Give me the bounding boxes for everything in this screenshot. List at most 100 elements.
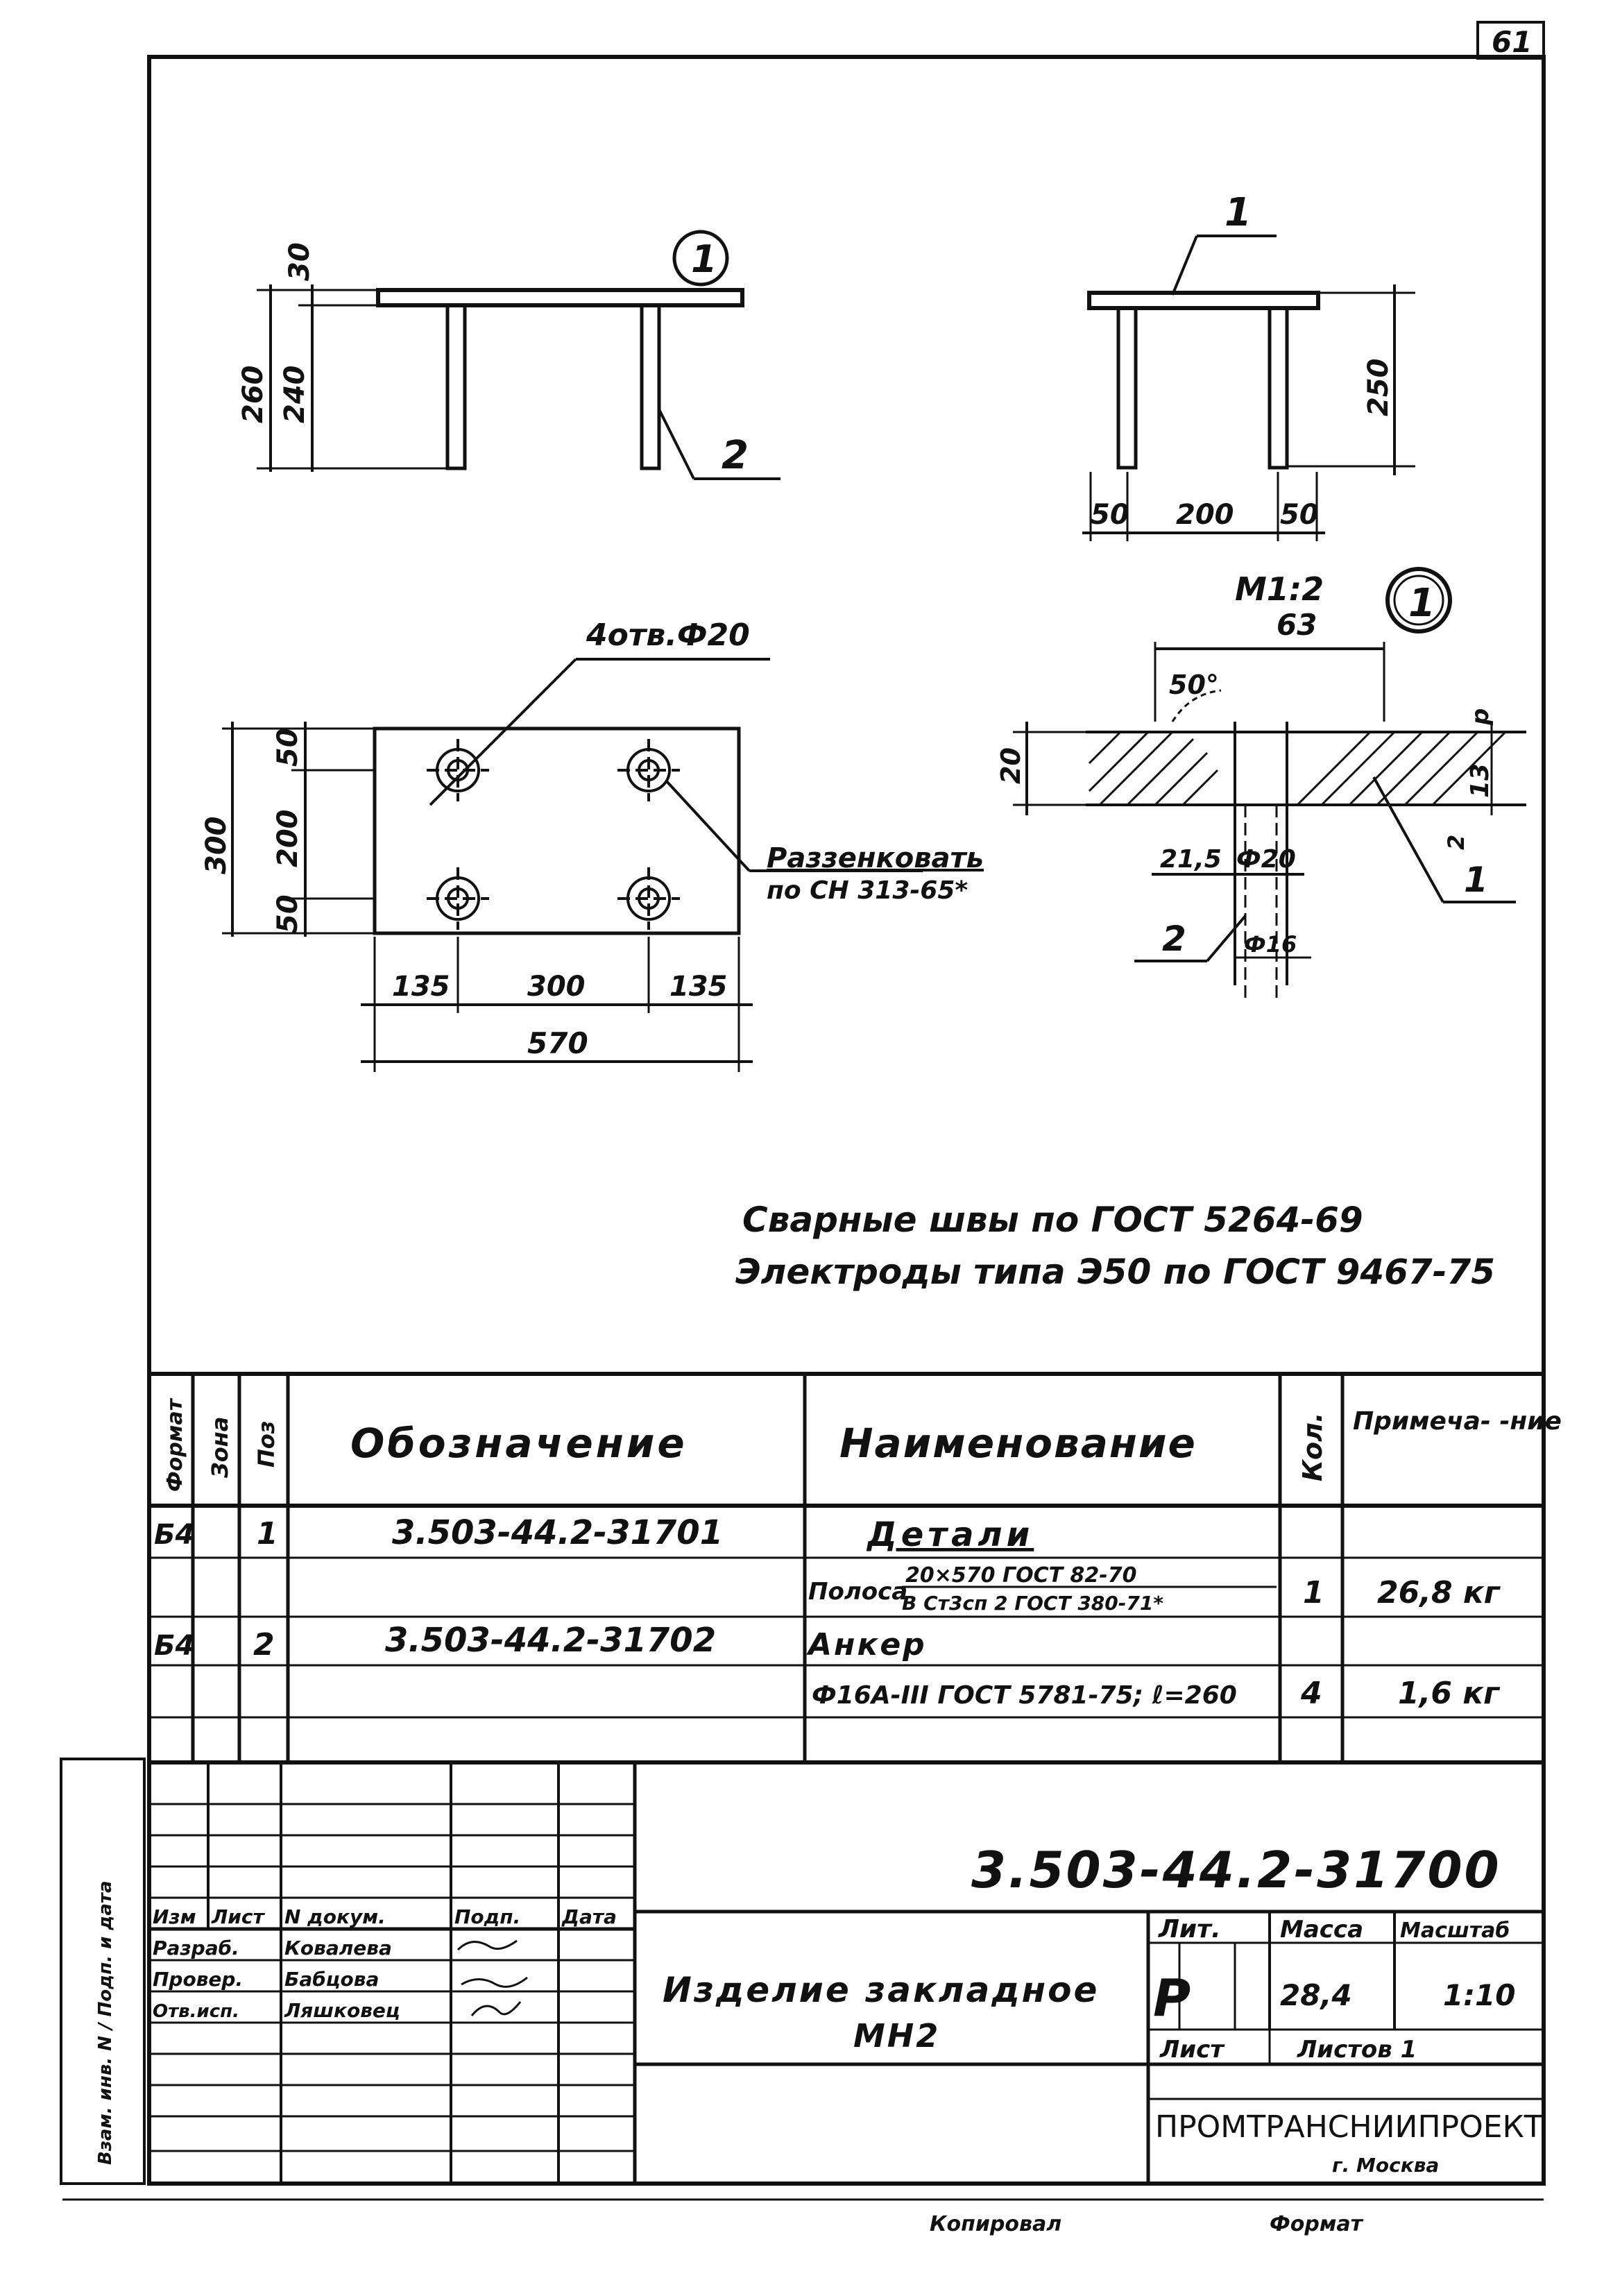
plate-outline [376, 288, 744, 307]
dim-13: 13 [1466, 763, 1494, 798]
organization: ПРОМТРАНСНИИПРОЕКТ [1155, 2109, 1543, 2145]
side-stamp: Взам. инв. N / Подп. и дата [95, 1880, 116, 2165]
hdr-zone: Зона [207, 1417, 233, 1479]
hdr-format: Формат [163, 1397, 187, 1492]
note-welds: Сварные швы по ГОСТ 5264-69 [742, 1200, 1363, 1240]
row2-note: 26,8 кг [1377, 1575, 1501, 1610]
dim-50-bottom: 50 [272, 894, 304, 933]
dim-300-vert: 300 [200, 817, 232, 875]
scale-value: 1:10 [1443, 1978, 1515, 2012]
hdr-pos: Поз [253, 1421, 280, 1468]
sheet-number: 61 [1492, 25, 1532, 59]
scale-label: Масштаб [1400, 1919, 1510, 1943]
sign-hdr-sign: Подп. [454, 1905, 520, 1928]
dim-21-5: 21,5 [1160, 845, 1222, 874]
detail-pos-2: 2 [1162, 919, 1186, 959]
hdr-qty: Кол. [1297, 1413, 1328, 1481]
mass-label: Масса [1280, 1916, 1363, 1944]
name-developer: Ковалева [284, 1937, 392, 1959]
sign-hdr-izm: Изм [153, 1905, 196, 1928]
dim-63: 63 [1277, 608, 1317, 642]
section-marker [672, 230, 729, 287]
dim-p: р [1467, 708, 1494, 726]
plate-plan [373, 726, 741, 935]
dim-20: 20 [996, 747, 1026, 784]
name-responsible: Ляшковец [284, 1999, 400, 2022]
row4-qty: 4 [1300, 1676, 1322, 1711]
detail-marker-label: 1 [1408, 581, 1435, 626]
row4-name: Ф16А-III ГОСТ 5781-75; ℓ=260 [812, 1681, 1237, 1710]
dim-240: 240 [279, 366, 311, 424]
detail-marker [1385, 567, 1452, 633]
sheet-label: Лист [1159, 2036, 1225, 2064]
dim-angle: 50° [1169, 670, 1219, 700]
spec-table: Формат Зона Поз Обозначение Наименование… [149, 1372, 1562, 1764]
dim-200-vert: 200 [272, 810, 304, 868]
product-name-2: МН2 [853, 2017, 940, 2055]
sheet-number-box [1476, 21, 1545, 60]
pos-1-leader-label: 1 [1225, 190, 1252, 235]
anchor-right [640, 303, 661, 470]
section-marker-label: 1 [691, 237, 717, 281]
pos-2-leader-label: 2 [722, 433, 749, 478]
footer-copied: Копировал [930, 2212, 1061, 2236]
row1-format: Б4 [154, 1519, 194, 1551]
detail-scale: М1:2 [1235, 570, 1324, 608]
dim-250: 250 [1363, 359, 1394, 417]
dim-50-left: 50 [1091, 499, 1129, 531]
dim-260: 260 [237, 366, 269, 424]
title-code: 3.503-44.2-31700 [971, 1841, 1501, 1899]
row1-name: Детали [866, 1515, 1034, 1554]
plan-view: 4отв.Ф20 Раззенковать по СН 313-65* 300 … [200, 618, 984, 1072]
role-checker: Провер. [153, 1968, 243, 1991]
lit-value: Р [1153, 1968, 1191, 2028]
dim-phi20: Ф20 [1236, 845, 1296, 874]
title-block: 3.503-44.2-31700 Изделие закладное МН2 Л… [149, 1762, 1544, 2184]
row2-fraction-bottom: В Ст3сп 2 ГОСТ 380-71* [902, 1592, 1163, 1615]
sign-hdr-list: Лист [211, 1905, 265, 1928]
row2-name-prefix: Полоса [808, 1578, 907, 1606]
dim-2: 2 [1443, 835, 1469, 850]
sheet-frame [147, 55, 1546, 2186]
role-developer: Разраб. [153, 1937, 239, 1959]
footer-format: Формат [1270, 2212, 1364, 2236]
row2-fraction-top: 20×570 ГОСТ 82-70 [905, 1563, 1136, 1588]
countersink-note-2: по СН 313-65* [767, 876, 968, 905]
detail-pos-1: 1 [1464, 860, 1488, 900]
row3-pos: 2 [253, 1627, 275, 1663]
hdr-name: Наименование [839, 1420, 1197, 1467]
anchor-left [445, 303, 467, 470]
lit-label: Лит. [1158, 1915, 1221, 1944]
sign-hdr-doc: N докум. [284, 1905, 386, 1928]
row4-note: 1,6 кг [1398, 1676, 1501, 1711]
dim-50-top: 50 [272, 728, 304, 767]
dim-135-left: 135 [392, 971, 450, 1003]
hdr-designation: Обозначение [350, 1420, 688, 1467]
product-name-1: Изделие закладное [663, 1970, 1099, 2010]
countersink-note-1: Раззенковать [767, 842, 984, 874]
sheets-label: Листов 1 [1297, 2036, 1417, 2064]
dim-phi16: Ф16 [1244, 931, 1297, 958]
row3-format: Б4 [154, 1630, 194, 1662]
dim-50-right: 50 [1280, 499, 1319, 531]
side-view: 250 50 200 50 1 [1082, 190, 1415, 541]
dim-300-mid: 300 [527, 971, 586, 1003]
row2-qty: 1 [1303, 1575, 1324, 1610]
role-responsible: Отв.исп. [153, 2001, 239, 2022]
note-electrodes: Электроды типа Э50 по ГОСТ 9467-75 [735, 1252, 1495, 1292]
mass-value: 28,4 [1280, 1978, 1352, 2012]
row3-name: Анкер [806, 1627, 927, 1663]
front-view: 30 260 240 1 2 [237, 230, 780, 480]
city: г. Москва [1332, 2154, 1439, 2177]
row3-designation: 3.503-44.2-31702 [385, 1621, 716, 1660]
hdr-note: Примеча- -ние [1353, 1407, 1562, 1436]
row1-designation: 3.503-44.2-31701 [392, 1513, 723, 1552]
detail-view: М1:2 1 63 50° 20 13 р 2 21,5 [996, 567, 1526, 999]
holes-note: 4отв.Ф20 [586, 618, 750, 653]
dim-200: 200 [1176, 499, 1234, 531]
name-checker: Бабцова [284, 1968, 379, 1991]
sign-hdr-date: Дата [561, 1905, 617, 1928]
dim-135-right: 135 [669, 971, 728, 1003]
dim-30: 30 [284, 242, 316, 281]
